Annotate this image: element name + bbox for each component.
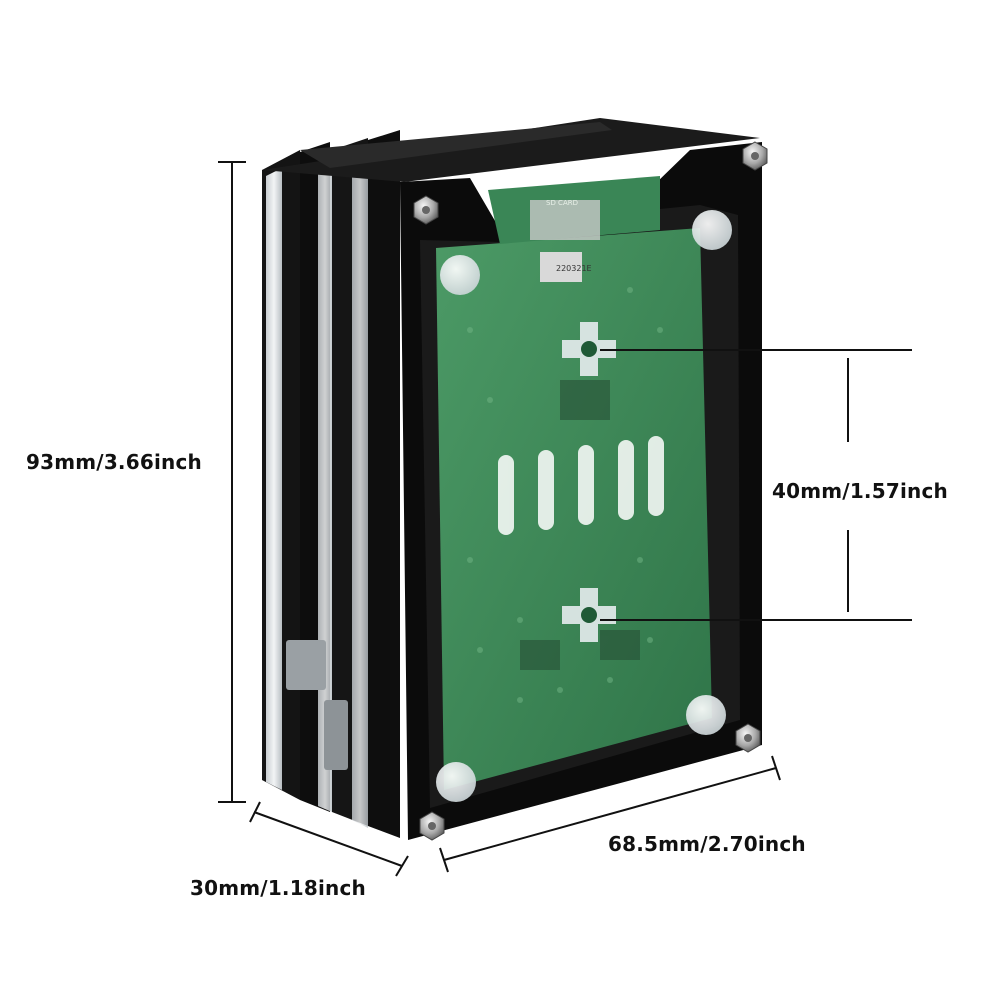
- width-label: 68.5mm/2.70inch: [608, 832, 806, 856]
- width-dimension-line: [443, 767, 777, 861]
- chip-code-text: 220321E: [556, 264, 592, 273]
- dimension-lines: [218, 161, 912, 877]
- case-side-layers: [262, 118, 760, 838]
- rubber-feet: [436, 210, 732, 802]
- height-label: 93mm/3.66inch: [26, 450, 202, 474]
- circuit-board: SD CARD 220321E: [436, 176, 712, 790]
- vent-slots: [498, 436, 664, 535]
- depth-label: 30mm/1.18inch: [190, 876, 366, 900]
- depth-dimension-line: [253, 811, 403, 867]
- mounting-cross-top: [562, 322, 616, 376]
- sd-card-text: SD CARD: [546, 199, 578, 207]
- hole-spacing-label: 40mm/1.57inch: [772, 479, 948, 503]
- mounting-cross-bottom: [562, 588, 616, 642]
- hex-nuts: [413, 141, 768, 841]
